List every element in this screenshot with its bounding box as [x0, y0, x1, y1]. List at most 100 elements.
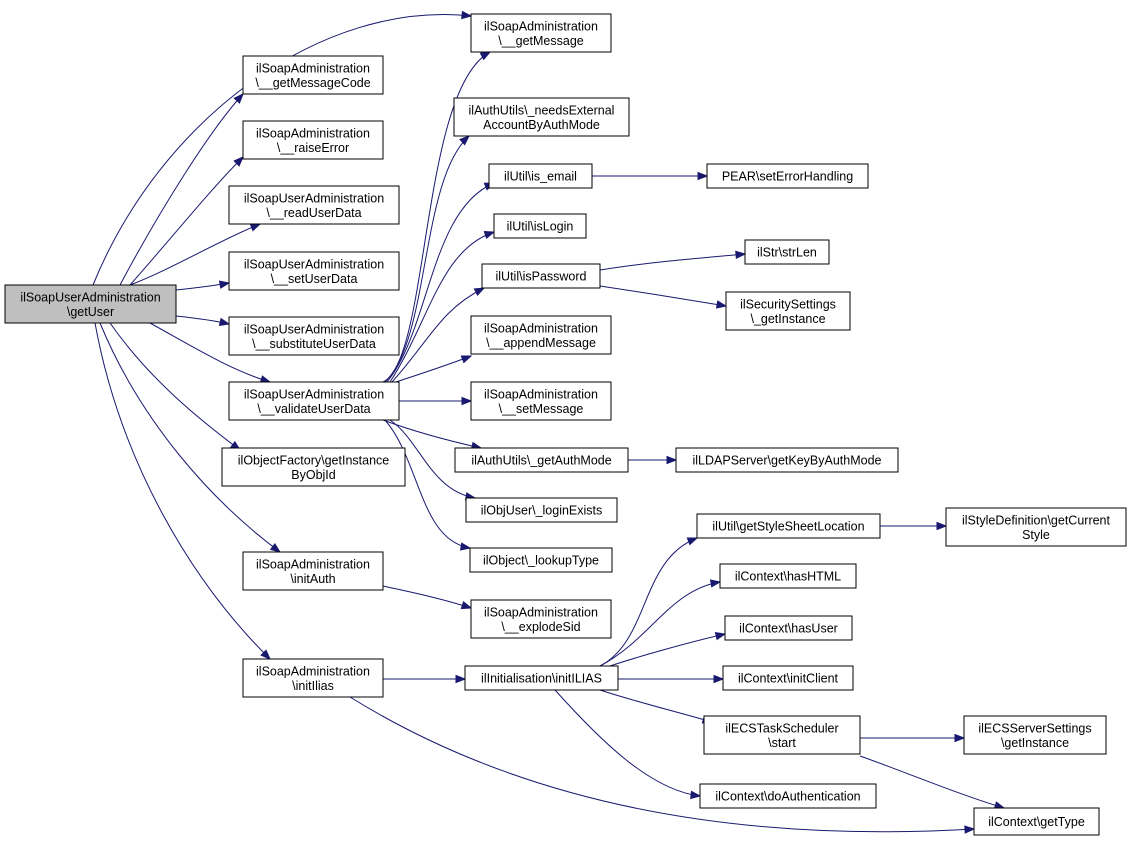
node-ecsStart[interactable]: ilECSTaskScheduler\start — [703, 715, 861, 755]
arrowhead-icon — [709, 579, 722, 588]
arrowhead-icon — [249, 223, 262, 232]
node-box — [465, 497, 618, 523]
node-label: ilSoapAdministration — [256, 126, 370, 140]
node-label: \__readUserData — [266, 206, 361, 220]
edge-line — [389, 419, 476, 499]
edge-root-to-getMessageCode — [119, 92, 244, 286]
edge-line — [599, 581, 721, 667]
edge-ecsStart-to-ecsServerSettings — [860, 733, 966, 743]
node-appendMessage[interactable]: ilSoapAdministration\__appendMessage — [470, 315, 612, 355]
node-isLogin[interactable]: ilUtil\isLogin — [493, 213, 587, 239]
arrowhead-icon — [936, 521, 948, 531]
node-readUserData[interactable]: ilSoapUserAdministration\__readUserData — [228, 185, 400, 225]
node-raiseError[interactable]: ilSoapAdministration\__raiseError — [242, 120, 384, 160]
node-loginExists[interactable]: ilObjUser\_loginExists — [465, 497, 618, 523]
node-box — [724, 615, 853, 641]
node-box — [488, 163, 593, 189]
node-label: ilSoapAdministration — [484, 19, 598, 33]
node-ecsServerSettings[interactable]: ilECSServerSettings\getInstance — [963, 715, 1107, 755]
node-box — [973, 807, 1100, 836]
node-label: \_getInstance — [750, 312, 825, 326]
arrowhead-icon — [461, 10, 473, 20]
node-box — [703, 715, 861, 755]
node-label: \__substituteUserData — [252, 337, 376, 351]
node-initILIAS[interactable]: ilInitialisation\initILIAS — [464, 665, 619, 691]
edge-root-to-initAuth — [99, 322, 282, 553]
edge-root-to-initIlias — [94, 322, 271, 660]
node-initIlias[interactable]: ilSoapAdministration\initIlias — [242, 658, 384, 698]
edge-line — [599, 285, 727, 307]
node-getMessage[interactable]: ilSoapAdministration\__getMessage — [470, 13, 612, 53]
node-explodeSid[interactable]: ilSoapAdministration\__explodeSid — [470, 599, 612, 639]
node-box — [221, 447, 406, 487]
node-substituteUserData[interactable]: ilSoapUserAdministration\__substituteUse… — [228, 316, 400, 356]
node-securitySettings[interactable]: ilSecuritySettings\_getInstance — [725, 291, 851, 331]
arrowhead-icon — [233, 92, 244, 104]
node-hasHTML[interactable]: ilContext\hasHTML — [719, 563, 857, 589]
edge-validateUserData-to-setMessage — [399, 396, 473, 406]
node-box — [706, 163, 869, 189]
edge-line — [129, 156, 244, 286]
edge-line — [149, 322, 271, 383]
node-box — [945, 507, 1127, 547]
arrowhead-icon — [455, 674, 467, 684]
node-label: ilContext\getType — [988, 815, 1085, 829]
node-root[interactable]: ilSoapUserAdministration\getUser — [4, 284, 177, 324]
node-getType[interactable]: ilContext\getType — [973, 807, 1100, 836]
node-initAuth[interactable]: ilSoapAdministration\initAuth — [242, 551, 384, 591]
node-lookupType[interactable]: ilObject\_lookupType — [469, 547, 613, 573]
edge-line — [109, 322, 241, 451]
edge-validateUserData-to-lookupType — [384, 419, 472, 551]
node-label: \__getMessage — [498, 34, 584, 48]
node-hasUser[interactable]: ilContext\hasUser — [724, 615, 853, 641]
node-label: ilSoapUserAdministration — [244, 191, 384, 205]
edge-isPassword-to-securitySettings — [599, 285, 728, 309]
node-label: ilSoapAdministration — [256, 664, 370, 678]
node-box — [719, 563, 857, 589]
node-setErrorHandling[interactable]: PEAR\setErrorHandling — [706, 163, 869, 189]
node-getMessageCode[interactable]: ilSoapAdministration\__getMessageCode — [242, 55, 384, 95]
arrowhead-icon — [269, 542, 282, 553]
node-getStyleSheetLocation[interactable]: ilUtil\getStyleSheetLocation — [696, 513, 881, 539]
node-isPassword[interactable]: ilUtil\isPassword — [481, 263, 601, 289]
node-label: ilLDAPServer\getKeyByAuthMode — [693, 454, 882, 468]
node-box — [242, 551, 384, 591]
arrowhead-icon — [460, 601, 473, 610]
node-strLen[interactable]: ilStr\strLen — [744, 239, 830, 265]
node-label: \__setMessage — [499, 402, 584, 416]
node-label: ilContext\hasHTML — [735, 570, 841, 584]
edge-line — [554, 689, 701, 797]
arrowhead-icon — [690, 790, 702, 800]
node-needsExternal[interactable]: ilAuthUtils\_needsExternalAccountByAuthM… — [453, 97, 630, 137]
node-box — [470, 381, 612, 421]
edge-line — [395, 355, 472, 383]
edge-validateUserData-to-appendMessage — [395, 355, 473, 383]
node-getKeyByAuthMode[interactable]: ilLDAPServer\getKeyByAuthMode — [675, 447, 899, 473]
edge-line — [119, 93, 244, 286]
node-label: \getInstance — [1001, 736, 1069, 750]
arrowhead-icon — [697, 171, 709, 181]
node-initClient[interactable]: ilContext\initClient — [722, 665, 854, 691]
edge-root-to-raiseError — [129, 156, 244, 286]
node-getAuthMode[interactable]: ilAuthUtils\_getAuthMode — [454, 447, 629, 473]
node-box — [228, 316, 400, 356]
node-doAuthentication[interactable]: ilContext\doAuthentication — [699, 783, 877, 809]
node-label: ilContext\initClient — [738, 672, 839, 686]
node-validateUserData[interactable]: ilSoapUserAdministration\__validateUserD… — [228, 381, 400, 421]
node-label: ilStr\strLen — [757, 246, 817, 260]
edge-initILIAS-to-initClient — [618, 674, 725, 684]
node-label: ilObjUser\_loginExists — [481, 504, 603, 518]
arrowhead-icon — [218, 280, 231, 289]
node-label: ilUtil\getStyleSheetLocation — [712, 520, 864, 534]
node-label: ilContext\hasUser — [739, 622, 838, 636]
node-label: ilInitialisation\initILIAS — [481, 672, 602, 686]
node-isEmail[interactable]: ilUtil\is_email — [488, 163, 593, 189]
node-setMessage[interactable]: ilSoapAdministration\__setMessage — [470, 381, 612, 421]
node-setUserData[interactable]: ilSoapUserAdministration\__setUserData — [228, 251, 400, 291]
edge-root-to-substituteUserData — [175, 315, 231, 326]
arrowhead-icon — [715, 300, 728, 309]
arrowhead-icon — [686, 537, 699, 546]
